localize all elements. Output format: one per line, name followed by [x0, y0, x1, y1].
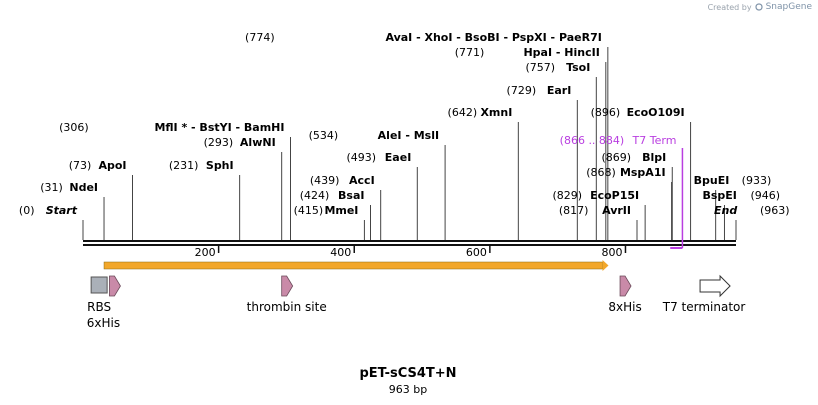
site-name-tsoi[interactable]: TsoI [566, 61, 590, 74]
site-name-avrii[interactable]: AvrII [602, 204, 631, 217]
snapgene-logo-icon [754, 3, 763, 11]
ruler-tick-label: 200 [195, 246, 216, 259]
site-name-hpai[interactable]: HpaI - HincII [523, 46, 599, 59]
site-name-bsai[interactable]: BsaI [338, 189, 364, 202]
watermark: Created by SnapGene [708, 2, 812, 12]
site-name-xmni[interactable]: XmnI [480, 106, 512, 119]
site-name-mmei[interactable]: MmeI [324, 204, 358, 217]
site-name-alei[interactable]: AleI - MslI [378, 129, 439, 142]
site-position-label: (493) [347, 151, 377, 164]
site-position-label: (415) [294, 204, 324, 217]
site-name-mfli[interactable]: MflI * - BstYI - BamHI [154, 121, 284, 134]
site-position-label: (642) [448, 106, 478, 119]
feature-t7-terminator-arrow[interactable] [699, 274, 731, 298]
site-position-label: (757) [526, 61, 556, 74]
feature-rbs-box[interactable] [90, 276, 108, 294]
site-name-sphi[interactable]: SphI [206, 159, 234, 172]
site-position-label: (293) [204, 136, 234, 149]
site-name-mspa1i[interactable]: MspA1I [620, 166, 666, 179]
site-name-bspei[interactable]: BspEI [702, 189, 736, 202]
sequence-title: pET-sCS4T+N [359, 366, 457, 381]
site-position-label: (534) [309, 129, 339, 142]
site-position-label: (946) [750, 189, 780, 202]
orf-arrowhead [602, 260, 609, 271]
site-name-end[interactable]: End [714, 204, 737, 217]
sequence-length: 963 bp [388, 383, 428, 396]
site-position-label: (829) [552, 189, 582, 202]
feature-label-6xhis: 6xHis [87, 316, 120, 330]
feature-arrow-thrombin-site[interactable] [281, 275, 294, 297]
site-position-label: (774) [245, 31, 275, 44]
site-position-label: (868) [586, 166, 616, 179]
site-name-ndei[interactable]: NdeI [69, 181, 98, 194]
site-name-eaei[interactable]: EaeI [385, 151, 412, 164]
site-name-start[interactable]: Start [46, 204, 78, 217]
site-position-label: (0) [19, 204, 35, 217]
orf-bar[interactable] [103, 261, 603, 270]
watermark-created-by: Created by [707, 2, 752, 12]
t7-term-name[interactable]: T7 Term [632, 134, 677, 147]
feature-label-8xhis: 8xHis [608, 300, 641, 314]
site-name-avai[interactable]: AvaI - XhoI - BsoBI - PspXI - PaeR7I [385, 31, 601, 44]
site-name-apoi[interactable]: ApoI [98, 159, 126, 172]
site-position-label: (729) [507, 84, 537, 97]
site-position-label: (817) [559, 204, 589, 217]
site-position-label: (424) [300, 189, 330, 202]
site-position-label: (231) [169, 159, 199, 172]
site-name-bpuei[interactable]: BpuEI [694, 174, 730, 187]
feature-label-thrombin-site: thrombin site [247, 300, 327, 314]
ruler-tick-label: 800 [601, 246, 622, 259]
feature-label-rbs: RBS [87, 300, 111, 314]
feature-arrow-8xhis[interactable] [619, 275, 632, 297]
ruler-tick-label: 400 [330, 246, 351, 259]
site-name-eari[interactable]: EarI [547, 84, 571, 97]
watermark-brand: SnapGene [765, 2, 812, 12]
site-position-label: (896) [591, 106, 621, 119]
feature-arrow-6xhis[interactable] [109, 275, 121, 297]
feature-label-t7-terminator: T7 terminator [662, 300, 746, 314]
ruler-tick-label: 600 [466, 246, 487, 259]
site-position-label: (31) [40, 181, 63, 194]
site-name-alwni[interactable]: AlwNI [240, 136, 276, 149]
site-position-label: (933) [742, 174, 772, 187]
site-position-label: (771) [455, 46, 485, 59]
site-position-label: (869) [601, 151, 631, 164]
site-name-ecoo109i[interactable]: EcoO109I [627, 106, 685, 119]
site-position-label: (306) [59, 121, 89, 134]
t7-term-range: (866 .. 884) [560, 134, 625, 147]
site-position-label: (963) [760, 204, 790, 217]
site-position-label: (73) [69, 159, 92, 172]
site-name-acci[interactable]: AccI [349, 174, 375, 187]
site-name-blpi[interactable]: BlpI [642, 151, 666, 164]
site-name-ecop15i[interactable]: EcoP15I [590, 189, 639, 202]
site-position-label: (439) [310, 174, 340, 187]
